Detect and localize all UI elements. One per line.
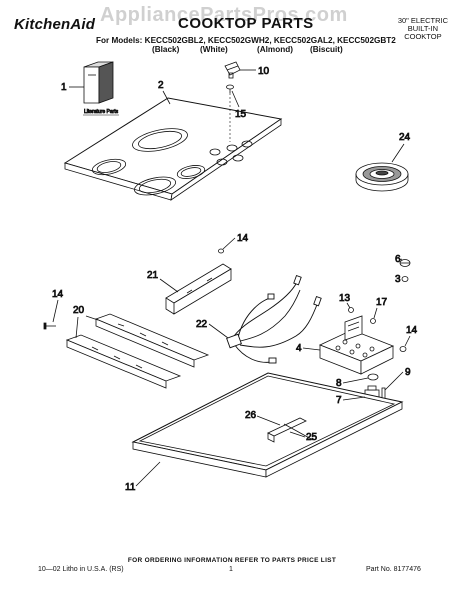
terminal-block-box[interactable] — [318, 315, 395, 375]
screw[interactable] — [399, 346, 407, 352]
callout-20: 20 — [73, 305, 85, 316]
radiant-surface-element[interactable] — [355, 162, 409, 192]
callout-15: 15 — [235, 109, 247, 120]
burner-rings — [91, 128, 206, 196]
screw[interactable] — [370, 318, 376, 324]
callout-10: 10 — [258, 66, 270, 77]
page-title: COOKTOP PARTS — [178, 15, 314, 32]
watermark: AppliancePartsPros.com — [100, 4, 348, 26]
screw[interactable] — [218, 248, 224, 254]
clip[interactable] — [399, 259, 411, 267]
model-color: (White) — [200, 45, 228, 54]
model-color: (Almond) — [257, 45, 293, 54]
callout-8: 8 — [336, 378, 342, 389]
callout-2: 2 — [158, 80, 164, 91]
product-type-label: 30" ELECTRIC BUILT-IN COOKTOP — [398, 17, 448, 41]
cooktop-glass-top[interactable] — [63, 97, 283, 201]
tray-bracket[interactable] — [267, 417, 307, 443]
part-number: Part No. 8177476 — [366, 566, 421, 573]
literature-parts-label: Literature Parts — [84, 109, 119, 115]
callout-21: 21 — [147, 270, 159, 281]
ordering-note: FOR ORDERING INFORMATION REFER TO PARTS … — [127, 557, 337, 564]
callout-26: 26 — [245, 410, 257, 421]
grommet[interactable] — [367, 373, 379, 381]
mounting-bracket-left-upper[interactable] — [94, 313, 210, 368]
callout-25: 25 — [306, 432, 318, 443]
screw[interactable] — [401, 276, 409, 282]
mounting-bracket-right[interactable] — [165, 263, 232, 315]
callout-6: 6 — [395, 254, 401, 265]
callout-7: 7 — [336, 395, 342, 406]
callout-9: 9 — [405, 367, 411, 378]
model-color: (Biscuit) — [310, 45, 343, 54]
callout-24: 24 — [399, 132, 411, 143]
cooktop-base-tray[interactable] — [131, 372, 404, 478]
callout-14-left: 14 — [52, 289, 64, 300]
callout-11: 11 — [125, 482, 136, 493]
product-type-line: COOKTOP — [404, 32, 442, 41]
page-number: 1 — [229, 566, 233, 573]
callout-14-right: 14 — [406, 325, 418, 336]
control-knob-holes — [209, 140, 253, 166]
callout-3: 3 — [395, 274, 401, 285]
callout-labels: 1 2 10 15 24 14 21 6 3 14 20 13 17 22 14… — [52, 66, 418, 494]
tray-bracket[interactable] — [283, 423, 314, 441]
model-list: For Models: KECC502GBL2, KECC502GWH2, KE… — [96, 36, 396, 45]
literature-parts-book[interactable] — [83, 61, 114, 104]
wiring-harness[interactable] — [226, 274, 322, 364]
callout-14-top: 14 — [237, 233, 249, 244]
product-type-line: 30" ELECTRIC — [397, 16, 448, 25]
callout-4: 4 — [296, 343, 302, 354]
callout-1: 1 — [61, 82, 67, 93]
model-color: (Black) — [152, 45, 180, 54]
product-type-line: BUILT-IN — [407, 24, 439, 33]
callout-22: 22 — [196, 319, 208, 330]
brand-logo: KitchenAid — [14, 16, 96, 33]
screw[interactable] — [43, 322, 56, 330]
control-knob[interactable] — [224, 61, 241, 79]
callout-17: 17 — [376, 297, 388, 308]
knob-spring[interactable] — [226, 84, 234, 93]
mounting-bracket-left-lower[interactable] — [65, 334, 182, 389]
screw[interactable] — [348, 307, 354, 313]
callout-13: 13 — [339, 293, 351, 304]
litho-info: 10—02 Litho in U.S.A. (RS) — [38, 566, 124, 573]
